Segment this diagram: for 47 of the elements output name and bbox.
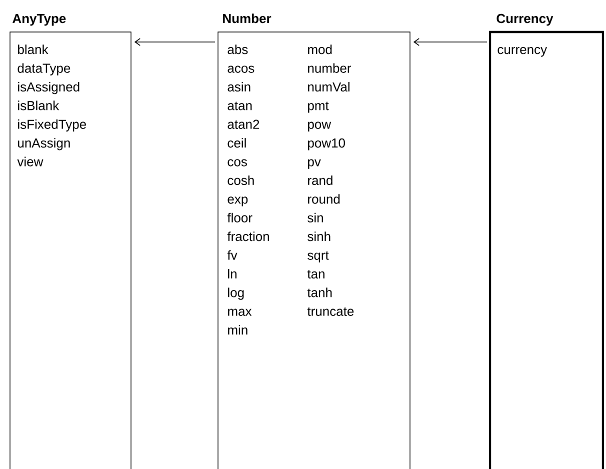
method-name: ceil [228, 138, 246, 148]
class-box [10, 32, 132, 469]
method-name: asin [228, 82, 250, 92]
method-name: tanh [307, 288, 332, 298]
method-name: sinh [308, 232, 330, 242]
method-name: max [228, 308, 252, 316]
method-name: number [308, 63, 352, 73]
method-name: atan [228, 102, 252, 110]
method-name: cosh [228, 175, 254, 186]
method-name: pow10 [308, 138, 345, 150]
method-name: pow [308, 122, 332, 132]
class-name: AnyType [12, 14, 66, 26]
method-name: floor [227, 212, 252, 222]
method-name: mod [308, 44, 332, 54]
class-name: Currency [496, 14, 554, 26]
method-name: dataType [18, 63, 70, 76]
method-name: isFixedType [18, 119, 86, 132]
method-name: blank [18, 44, 48, 54]
method-name: isBlank [18, 100, 60, 110]
arrow [413, 38, 488, 46]
method-name: log [228, 288, 244, 300]
method-name: exp [228, 196, 248, 206]
method-name: numVal [308, 82, 350, 92]
method-name: fv [227, 250, 238, 260]
method-name: abs [228, 44, 248, 54]
method-name: cos [228, 159, 247, 166]
method-name: ln [228, 268, 236, 278]
arrow [134, 38, 216, 46]
method-name: sqrt [308, 251, 329, 262]
method-name: min [228, 325, 248, 334]
class-box [488, 30, 604, 469]
method-name: pv [308, 159, 321, 169]
method-name: truncate [307, 307, 354, 316]
class-box [218, 32, 410, 469]
method-name: unAssign [18, 138, 70, 150]
method-name: currency [498, 47, 548, 57]
method-name: fraction [227, 232, 269, 242]
method-name: tan [307, 270, 324, 279]
method-name: sin [308, 212, 323, 222]
method-name: round [308, 194, 340, 204]
class-name: Number [223, 14, 272, 24]
method-name: rand [308, 175, 332, 186]
method-name: view [17, 156, 44, 166]
method-name: pmt [308, 102, 329, 113]
method-name: acos [228, 66, 254, 73]
method-name: isAssigned [18, 82, 80, 94]
method-name: atan2 [228, 120, 260, 129]
